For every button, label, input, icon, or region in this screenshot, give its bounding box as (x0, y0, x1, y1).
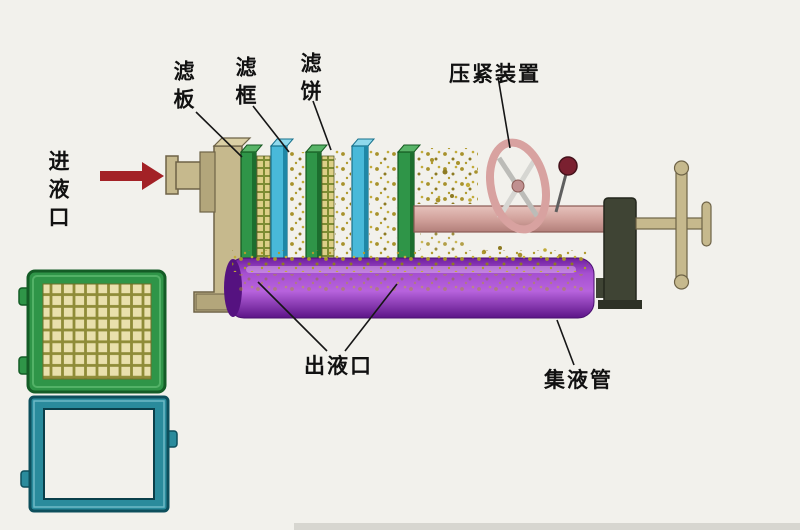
plate-detail-grid (42, 283, 152, 380)
filter-plate-detail (18, 269, 167, 394)
screw-end-grip (701, 201, 712, 247)
plate-top (239, 144, 264, 153)
filter-frame-detail (20, 395, 178, 513)
leader-collection-pipe (556, 319, 575, 366)
plate-shade (410, 152, 414, 295)
feed-beam (413, 205, 615, 233)
plate-detail-bevel (32, 275, 161, 388)
leader-outlet-right (344, 283, 398, 352)
table-edge-shadow (294, 523, 800, 530)
label-inlet: 进液口 (46, 150, 69, 234)
cake-on-pipe-front (238, 274, 584, 292)
leader-filter-cake (312, 100, 332, 151)
clamp-hub (511, 179, 525, 193)
ball-stem (554, 173, 568, 213)
leader-clamping-device (497, 76, 511, 149)
frame-top (350, 138, 376, 147)
right-stand-and-screw (596, 160, 712, 309)
frame-shade (364, 146, 368, 293)
plate-top (304, 144, 329, 153)
arrow-head (142, 162, 164, 190)
handle-ball-top (673, 160, 690, 176)
leader-outlet-left (257, 281, 328, 352)
cake-on-pipe-top (232, 250, 588, 272)
end-stand (603, 197, 637, 305)
leader-lines (195, 76, 575, 366)
clamp-ball-knob (558, 156, 578, 176)
inlet-arrow (100, 162, 164, 190)
head-top-face (212, 137, 252, 147)
leader-filter-plate (195, 111, 243, 158)
spray-band-upper (416, 148, 478, 204)
arrow-shaft (100, 171, 142, 181)
frame-shade (283, 146, 287, 293)
label-collection-pipe: 集液管 (544, 369, 613, 392)
collection-pipe-endcap (224, 259, 242, 317)
end-stand-foot (598, 300, 642, 309)
filter-press-assembly (100, 76, 712, 366)
leader-filter-frame (252, 105, 290, 153)
screw-handle-bar (675, 165, 688, 285)
label-clamping-device: 压紧装置 (449, 63, 541, 86)
label-filter-frame: 滤框 (233, 56, 256, 112)
label-filter-cake: 滤饼 (298, 52, 321, 108)
plate-shade (252, 152, 256, 295)
head-bracket (199, 151, 216, 213)
label-filter-plate: 滤板 (171, 60, 194, 116)
handle-ball-bottom (673, 274, 690, 290)
label-outlet: 出液口 (304, 355, 373, 378)
frame-detail-hollow (43, 408, 155, 500)
plate-shade (317, 152, 321, 295)
collection-pipe (224, 250, 595, 319)
cake-spray (416, 148, 562, 258)
screw-shaft (635, 217, 707, 230)
frame-detail-bevel (33, 400, 165, 508)
